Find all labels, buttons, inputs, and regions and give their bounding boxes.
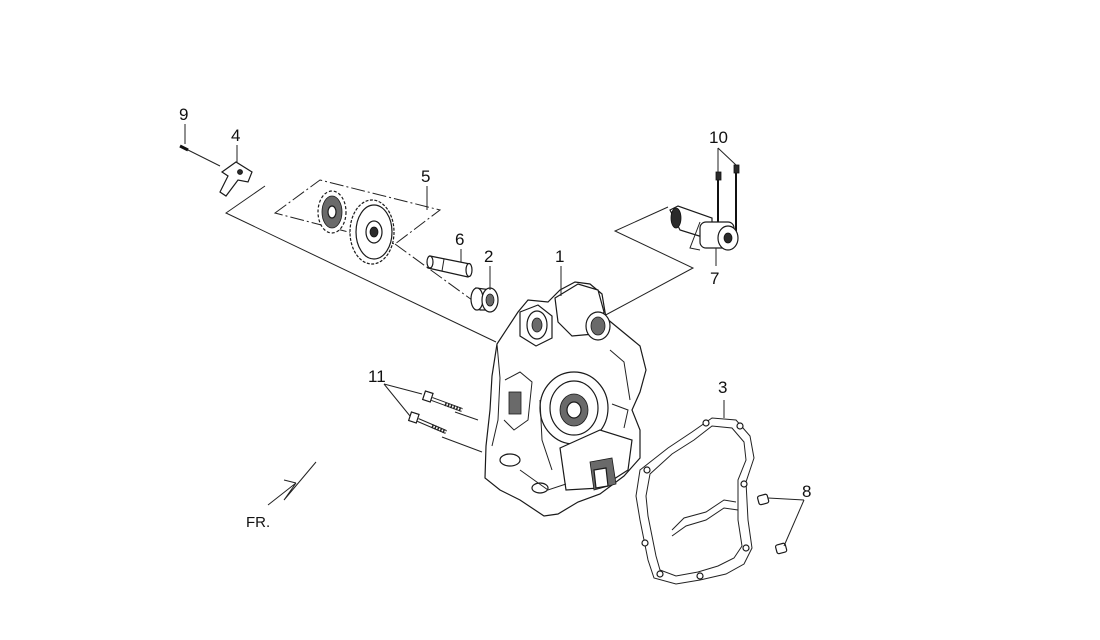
callout-5: 5 xyxy=(421,167,430,186)
callout-10: 10 xyxy=(709,128,728,147)
callout-8: 8 xyxy=(802,482,811,501)
callout-labels: 9 4 5 6 2 1 10 7 3 11 8 xyxy=(179,105,811,501)
part-2-bearing xyxy=(470,287,499,313)
part-1-crankcase xyxy=(484,281,647,517)
part-7-solenoid xyxy=(669,205,739,251)
part-8-dowels xyxy=(756,493,788,555)
callout-9: 9 xyxy=(179,105,188,124)
callout-3: 3 xyxy=(718,378,727,397)
leader-lines xyxy=(184,124,805,547)
callout-1: 1 xyxy=(555,247,564,266)
part-9-screw xyxy=(179,144,221,167)
part-5-gears xyxy=(317,190,395,265)
front-direction-indicator: FR. xyxy=(246,461,317,531)
callout-11: 11 xyxy=(368,367,386,386)
part-3-gasket xyxy=(635,417,755,585)
assembly-lines xyxy=(225,179,695,453)
part-4-plate xyxy=(219,161,253,197)
part-6-shaft xyxy=(426,255,473,278)
part-11-bolts xyxy=(407,390,463,434)
callout-4: 4 xyxy=(231,126,240,145)
callout-6: 6 xyxy=(455,230,464,249)
front-direction-label: FR. xyxy=(246,514,270,531)
callout-7: 7 xyxy=(710,269,719,288)
callout-2: 2 xyxy=(484,247,493,266)
